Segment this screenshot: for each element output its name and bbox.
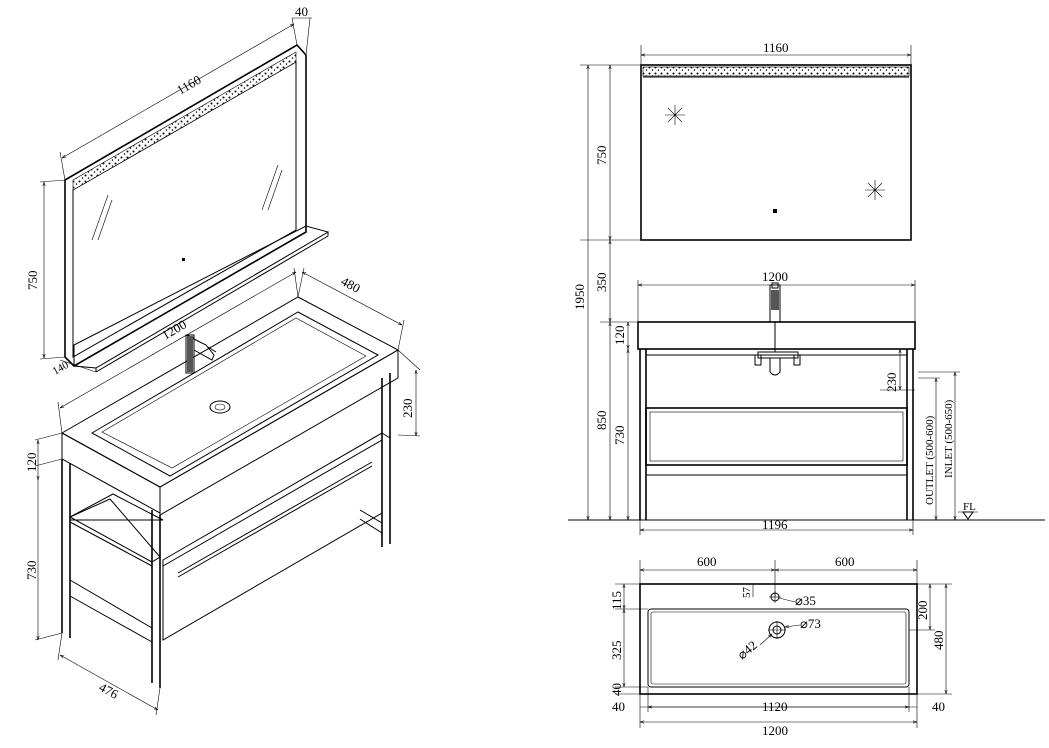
top-inner-width: 1120 [762, 699, 788, 714]
iso-vanity-dims: 1200 480 230 120 730 476 [24, 267, 421, 716]
front-gap: 350 [594, 273, 609, 293]
top-half-right: 600 [835, 554, 855, 569]
top-view: 600 600 57 ⌀35 ⌀73 ⌀42 115 325 40 200 [609, 554, 952, 738]
top-dims: 600 600 57 ⌀35 ⌀73 ⌀42 115 325 40 200 [609, 554, 952, 738]
front-base-width: 1196 [762, 517, 788, 532]
front-inlet-label: INLET (500-650) [943, 399, 955, 478]
top-side-right: 40 [932, 699, 945, 714]
iso-leg-height: 730 [24, 561, 39, 581]
top-half-left: 600 [697, 554, 717, 569]
front-mirror-width: 1160 [763, 40, 789, 55]
iso-mirror-width: 1160 [174, 72, 204, 98]
iso-top-height: 120 [24, 453, 39, 473]
front-top-height: 120 [612, 326, 627, 346]
front-floor-label: FL [963, 501, 976, 513]
isometric-view: 1160 40 750 140 [24, 4, 421, 716]
iso-frame-depth: 476 [97, 679, 122, 702]
front-mirror [640, 64, 912, 241]
front-view: FL 1160 750 1950 350 1200 850 120 [568, 40, 1045, 535]
front-cabinet-height: 730 [612, 426, 627, 446]
front-drain-depth: 230 [884, 373, 899, 393]
top-front-edge: 40 [609, 683, 624, 696]
top-overall-width: 1200 [762, 723, 788, 738]
front-total-height: 1950 [572, 284, 587, 310]
front-dims: 1160 750 1950 350 1200 850 120 730 230 [572, 40, 960, 535]
top-tap-hole: ⌀35 [795, 593, 816, 608]
front-outlet-label: OUTLET (500-600) [924, 415, 936, 505]
top-drain-outer: ⌀73 [800, 616, 821, 631]
iso-shelf-depth: 140 [51, 359, 72, 378]
front-vanity-height: 850 [594, 411, 609, 431]
iso-mirror-depth: 40 [295, 4, 308, 19]
top-back-edge: 115 [609, 591, 624, 610]
top-inner-to-back: 200 [915, 601, 930, 621]
top-depth: 480 [931, 631, 946, 651]
top-basin-length: 325 [609, 641, 624, 661]
iso-vanity [60, 296, 400, 688]
iso-mirror-height: 750 [25, 271, 40, 291]
front-vanity-width: 1200 [762, 269, 788, 284]
iso-mirror [64, 43, 330, 373]
front-vanity [637, 282, 916, 520]
top-side-left: 40 [612, 699, 625, 714]
top-drain-inner: ⌀42 [734, 637, 760, 662]
iso-vanity-depth: 480 [339, 273, 363, 295]
front-mirror-height: 750 [594, 146, 609, 166]
top-tap-offset: 57 [741, 587, 753, 599]
iso-basin-depth: 230 [400, 399, 415, 419]
